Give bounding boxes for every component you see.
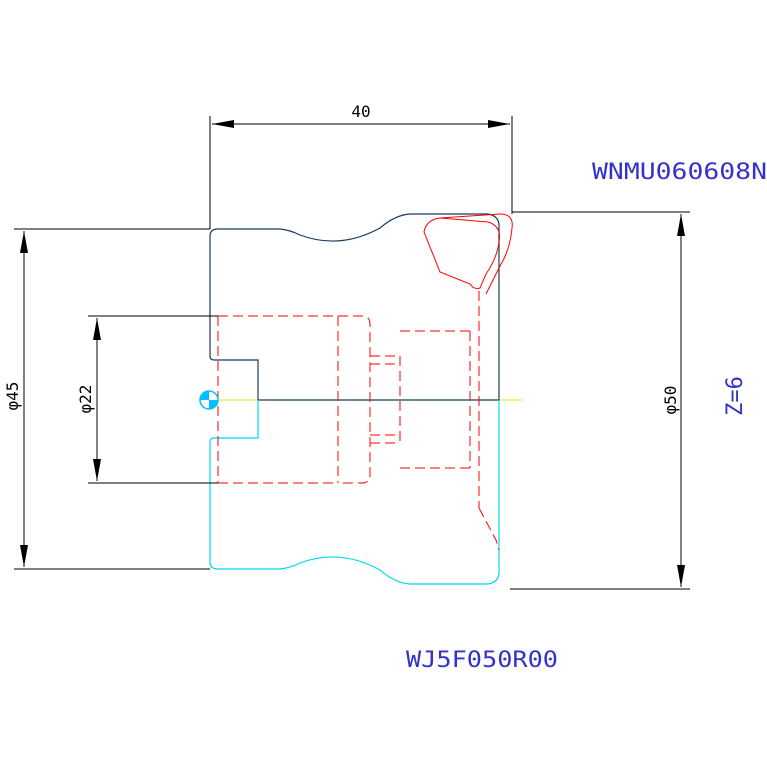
insert-flank: [439, 213, 513, 295]
tool-code-label: WJ5F050R00: [406, 648, 558, 673]
length-dimension: 40: [351, 102, 370, 121]
cutter-diameter-dimension: φ50: [661, 386, 680, 415]
origin-marker-icon: [199, 390, 219, 410]
outer-diameter-dimension: φ45: [3, 382, 22, 411]
dim-outer: [14, 228, 210, 570]
insert-code-label: WNMU060608N: [592, 160, 767, 185]
hidden-bore: [217, 291, 500, 551]
upper-profile: [209, 213, 500, 401]
insert: [423, 213, 513, 295]
dim-length: [209, 116, 513, 229]
dim-bore: [88, 315, 218, 484]
teeth-label: Z=6: [723, 376, 748, 416]
bore-diameter-dimension: φ22: [76, 385, 95, 414]
lower-profile: [209, 400, 500, 585]
dim-cutter: [510, 211, 690, 590]
insert-outline: [423, 217, 500, 289]
